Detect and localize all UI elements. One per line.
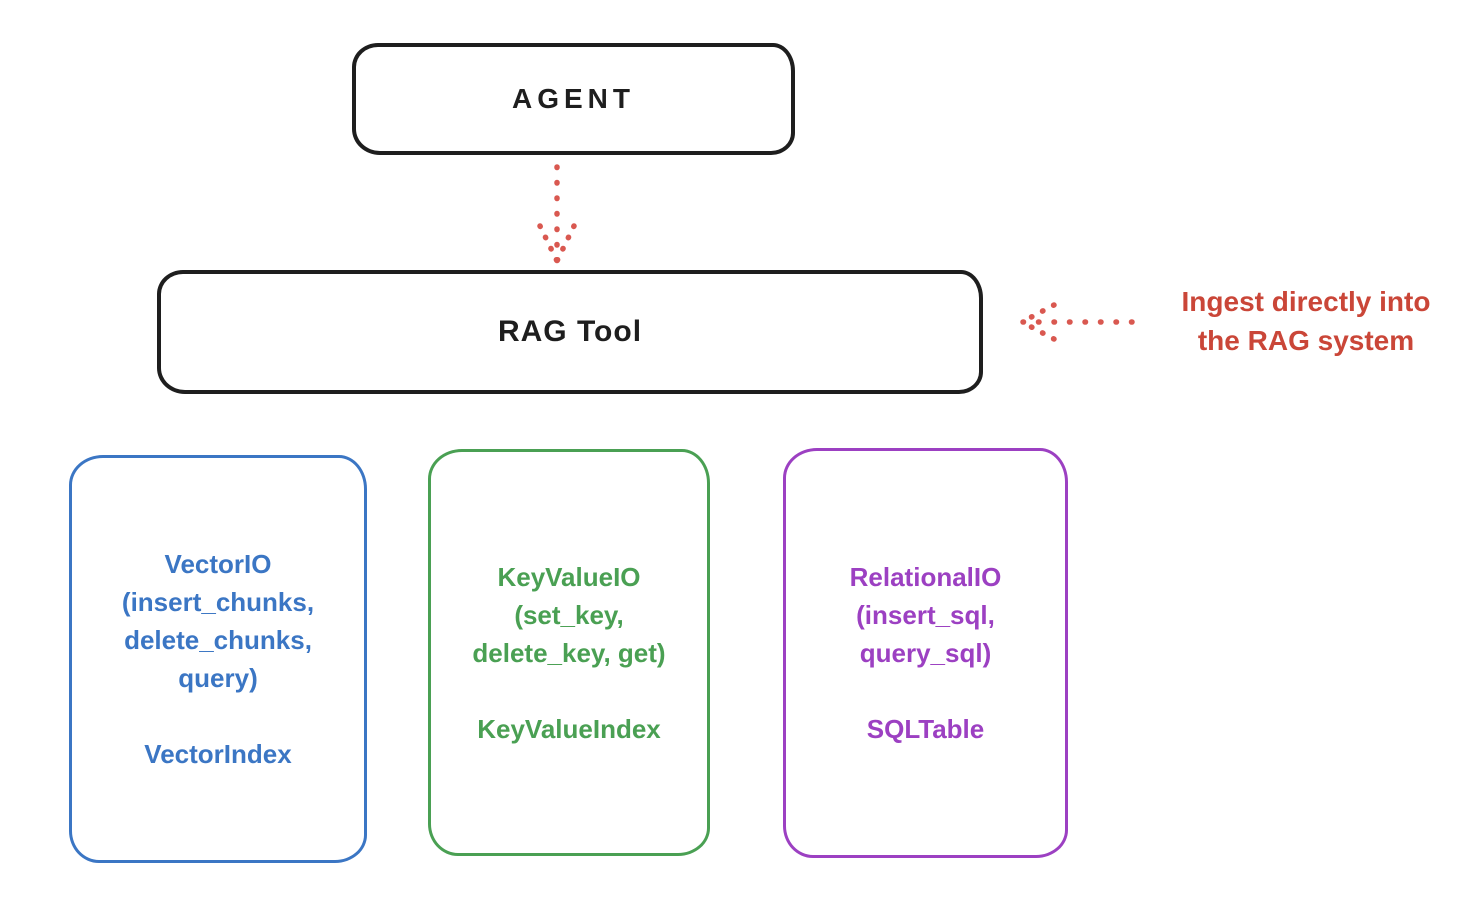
agent-label: AGENT <box>512 83 635 114</box>
key-value-io-line: KeyValueIO <box>497 561 641 592</box>
key-value-io-line: delete_key, get) <box>472 637 666 668</box>
ingest-annotation-line: the RAG system <box>1197 325 1415 356</box>
key-value-io-line: (set_key, <box>514 599 624 630</box>
sql-table-label: SQLTable <box>866 714 985 744</box>
relational-io-line: (insert_sql, <box>856 600 995 630</box>
rag-tool-label: RAG Tool <box>497 315 643 348</box>
vector-io-line: delete_chunks, <box>124 625 312 655</box>
vector-io-line: VectorIO <box>164 549 272 579</box>
key-value-index-label: KeyValueIndex <box>477 713 661 744</box>
rag-tool-node: RAG Tool <box>157 270 983 394</box>
relational-io-line: RelationalIO <box>849 562 1002 592</box>
vector-io-line: (insert_chunks, <box>121 587 315 617</box>
agent-node: AGENT <box>352 43 795 155</box>
vector-io-node: VectorIO (insert_chunks, delete_chunks, … <box>69 455 367 863</box>
key-value-io-node: KeyValueIO (set_key, delete_key, get) Ke… <box>428 449 710 856</box>
ingest-annotation-line: Ingest directly into <box>1181 286 1431 317</box>
vector-io-line: query) <box>178 663 258 693</box>
relational-io-node: RelationalIO (insert_sql, query_sql) SQL… <box>783 448 1068 858</box>
arrow-agent-to-rag-icon <box>537 164 577 264</box>
arrow-ingest-to-rag-icon <box>1019 302 1135 342</box>
ingest-annotation: Ingest directly into the RAG system <box>1135 282 1477 360</box>
relational-io-line: query_sql) <box>859 638 992 668</box>
vector-index-label: VectorIndex <box>144 739 292 769</box>
